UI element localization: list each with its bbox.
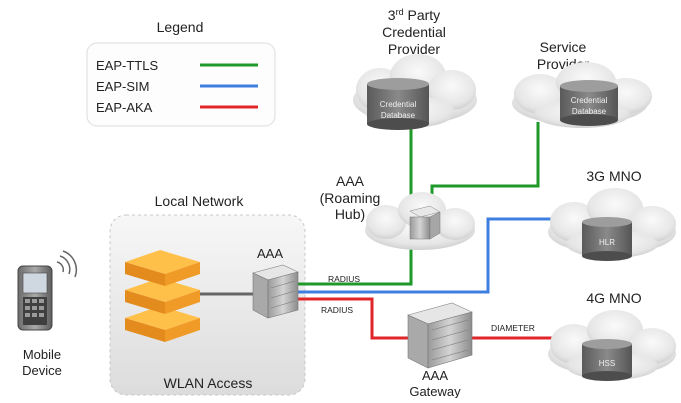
database-icon — [582, 217, 632, 261]
roaming-hub-line3: Hub) — [335, 206, 365, 222]
stack-layer-icon — [125, 306, 200, 342]
roaming-hub-line2: (Roaming — [320, 190, 381, 206]
third-party-label-line1: 3rd Party — [388, 7, 440, 23]
radius-label-1: RADIUS — [328, 274, 360, 284]
cred-db-1-line2: Database — [381, 111, 416, 120]
legend-label-sim: EAP-SIM — [96, 79, 149, 94]
database-icon — [560, 80, 618, 126]
aaa-gateway-line2: Gateway — [409, 384, 461, 398]
wifi-signal-icon — [56, 250, 78, 278]
wlan-access-label: WLAN Access — [164, 375, 253, 391]
third-party-provider: 3rd Party Credential Provider Credential… — [353, 7, 477, 130]
link-ttls-service-provider — [430, 122, 540, 200]
mno-3g-label: 3G MNO — [586, 168, 641, 184]
radius-label-2: RADIUS — [321, 305, 353, 315]
legend-label-aka: EAP-AKA — [96, 100, 153, 115]
service-provider-line1: Service — [540, 39, 587, 55]
server-icon — [407, 302, 473, 369]
hss-label: HSS — [599, 359, 615, 368]
database-icon — [582, 339, 632, 381]
stack-layer-icon — [125, 278, 200, 314]
aaa-gateway-line1: AAA — [422, 368, 448, 383]
connections: RADIUS RADIUS DIAMETER — [198, 122, 560, 340]
wlan-access-point — [125, 250, 200, 342]
mobile-device-line2: Device — [22, 363, 62, 378]
aaa-roaming-hub: AAA (Roaming Hub) — [320, 173, 475, 250]
cred-db-2-line2: Database — [572, 107, 607, 116]
service-provider: Service Provider Credential Database — [512, 39, 652, 128]
server-icon — [252, 264, 299, 319]
link-ttls-roaming — [295, 242, 413, 286]
database-icon — [367, 78, 429, 130]
aaa-local: AAA — [252, 246, 299, 319]
cred-db-2-line1: Credential — [571, 96, 608, 105]
link-aka-gateway — [295, 297, 410, 340]
cred-db-1-line1: Credential — [380, 100, 417, 109]
mobile-device: Mobile Device — [17, 250, 78, 378]
legend: Legend EAP-TTLS EAP-SIM EAP-AKA — [86, 19, 276, 127]
aaa-gateway: AAA Gateway — [407, 302, 473, 399]
diameter-label: DIAMETER — [491, 323, 535, 333]
mno-4g-label: 4G MNO — [586, 290, 641, 306]
hlr-label: HLR — [599, 238, 615, 247]
mno-3g: 3G MNO HLR — [548, 168, 676, 261]
legend-title: Legend — [157, 19, 204, 35]
local-network-label: Local Network — [155, 193, 245, 209]
mno-4g: 4G MNO HSS — [548, 290, 676, 381]
legend-label-ttls: EAP-TTLS — [96, 58, 158, 73]
third-party-label-line2: Credential — [382, 24, 446, 40]
roaming-hub-line1: AAA — [336, 173, 365, 189]
link-sim-hlr — [295, 217, 555, 294]
stack-layer-icon — [125, 250, 200, 286]
third-party-label-line3: Provider — [388, 41, 440, 57]
aaa-local-label: AAA — [257, 246, 283, 261]
mobile-device-line1: Mobile — [23, 347, 61, 362]
server-icon — [409, 205, 441, 240]
phone-icon — [17, 265, 53, 331]
